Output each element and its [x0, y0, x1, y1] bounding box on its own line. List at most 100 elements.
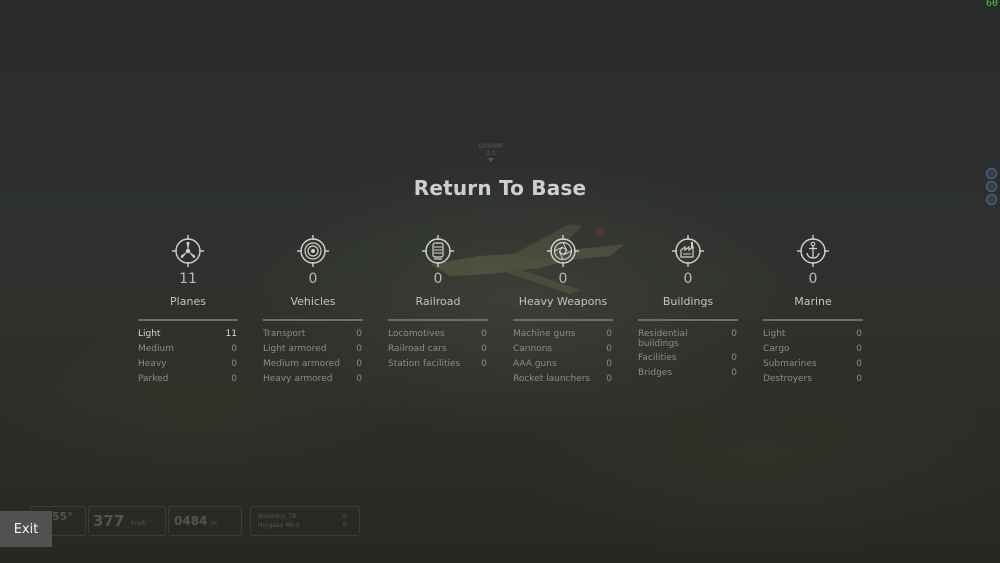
- stat-row: Bridges 0: [638, 366, 738, 381]
- altitude-unit: m: [211, 520, 217, 527]
- target-value: 0: [343, 522, 347, 529]
- divider: [763, 319, 863, 321]
- stat-name: Medium: [138, 344, 174, 354]
- propeller-icon: [172, 235, 204, 267]
- category-count: 0: [308, 271, 318, 287]
- side-toolbar: [986, 168, 998, 205]
- stat-name: Medium armored: [263, 359, 340, 369]
- stat-name: Bridges: [638, 368, 673, 378]
- camera-icon[interactable]: [986, 181, 997, 192]
- stat-value: 0: [606, 374, 612, 384]
- stat-row: Light 0: [763, 327, 863, 342]
- stat-row: Medium 0: [138, 342, 238, 357]
- heading-value: 55°: [52, 510, 73, 523]
- stat-row: AAA guns 0: [513, 357, 613, 372]
- stat-name: Residential buildings: [638, 329, 688, 349]
- stat-name: Submarines: [763, 359, 817, 369]
- category-count: 0: [808, 271, 818, 287]
- category-railroad: 0 Railroad Locomotives 0 Railroad cars 0…: [388, 234, 488, 372]
- waypoint-name: GUS0MF: [478, 143, 504, 150]
- flight-hud: 55° 377 km/h 0484 m Boewdny_T8 0 Hurgaaa…: [30, 506, 360, 536]
- stat-value: 0: [731, 329, 737, 339]
- stat-value: 0: [731, 368, 737, 378]
- stat-row: Destroyers 0: [763, 372, 863, 387]
- compass-icon[interactable]: [986, 168, 997, 179]
- stat-row: Locomotives 0: [388, 327, 488, 342]
- stat-row: Light armored 0: [263, 342, 363, 357]
- category-label: Railroad: [415, 295, 461, 308]
- gun-barrel-icon: [547, 235, 579, 267]
- stat-value: 0: [606, 329, 612, 339]
- category-count: 0: [433, 271, 443, 287]
- speed-unit: km/h: [131, 520, 147, 527]
- page-title: Return To Base: [413, 176, 587, 200]
- divider: [138, 319, 238, 321]
- stat-row: Cargo 0: [763, 342, 863, 357]
- settings-icon[interactable]: [986, 194, 997, 205]
- divider: [638, 319, 738, 321]
- category-heavy-weapons: 0 Heavy Weapons Machine guns 0 Cannons 0…: [513, 234, 613, 387]
- locomotive-icon: [422, 235, 454, 267]
- anchor-icon: [797, 235, 829, 267]
- stat-row: Station facilities 0: [388, 357, 488, 372]
- waypoint-marker: GUS0MF 2.1: [466, 143, 516, 162]
- stat-value: 0: [856, 374, 862, 384]
- stat-name: Cargo: [763, 344, 790, 354]
- stat-value: 0: [231, 344, 237, 354]
- target-name: Hurgaaa Mk.II: [258, 522, 300, 529]
- category-label: Buildings: [662, 295, 714, 308]
- stat-name: Light: [138, 329, 161, 339]
- stat-row: Heavy armored 0: [263, 372, 363, 387]
- stat-row: Transport 0: [263, 327, 363, 342]
- category-marine: 0 Marine Light 0 Cargo 0 Submarines 0 De…: [763, 234, 863, 387]
- exit-button[interactable]: Exit: [0, 511, 52, 547]
- stat-value: 0: [606, 344, 612, 354]
- stat-name: Light: [763, 329, 786, 339]
- wheel-icon: [297, 235, 329, 267]
- stat-row: Cannons 0: [513, 342, 613, 357]
- category-count: 11: [179, 271, 197, 287]
- category-planes: 11 Planes Light 11 Medium 0 Heavy 0 Park…: [138, 234, 238, 387]
- stat-value: 0: [231, 359, 237, 369]
- category-label: Vehicles: [290, 295, 336, 308]
- stat-row: Medium armored 0: [263, 357, 363, 372]
- category-count: 0: [558, 271, 568, 287]
- stat-value: 0: [731, 353, 737, 363]
- category-buildings: 0 Buildings Residential buildings 0 Faci…: [638, 234, 738, 381]
- stat-value: 0: [356, 329, 362, 339]
- stat-row: Heavy 0: [138, 357, 238, 372]
- stat-value: 0: [856, 359, 862, 369]
- fps-counter: 60: [985, 0, 998, 9]
- stat-name: Transport: [263, 329, 306, 339]
- stat-row: Facilities 0: [638, 351, 738, 366]
- altitude-value: 0484: [174, 514, 208, 528]
- stat-name: Station facilities: [388, 359, 461, 369]
- divider: [263, 319, 363, 321]
- stat-name: Locomotives: [388, 329, 445, 339]
- divider: [388, 319, 488, 321]
- waypoint-arrow-icon: [488, 158, 494, 162]
- stat-value: 0: [231, 374, 237, 384]
- stat-row: Rocket launchers 0: [513, 372, 613, 387]
- target-value: 0: [343, 513, 347, 520]
- category-vehicles: 0 Vehicles Transport 0 Light armored 0 M…: [263, 234, 363, 387]
- speed-box: [88, 506, 166, 536]
- category-label: Planes: [170, 295, 206, 308]
- stat-value: 0: [356, 359, 362, 369]
- stat-name: Parked: [138, 374, 169, 384]
- category-label: Marine: [794, 295, 832, 308]
- stat-name: Destroyers: [763, 374, 812, 384]
- altitude-box: [168, 506, 242, 536]
- stat-row: Residential buildings 0: [638, 327, 738, 351]
- stat-name: Cannons: [513, 344, 553, 354]
- stat-row: Railroad cars 0: [388, 342, 488, 357]
- stat-row: Light 11: [138, 327, 238, 342]
- target-name: Boewdny_T8: [258, 513, 297, 520]
- stat-value: 0: [481, 329, 487, 339]
- stat-value: 0: [356, 344, 362, 354]
- stat-value: 0: [481, 359, 487, 369]
- stat-value: 0: [606, 359, 612, 369]
- stat-name: Facilities: [638, 353, 677, 363]
- speed-value: 377: [93, 512, 125, 530]
